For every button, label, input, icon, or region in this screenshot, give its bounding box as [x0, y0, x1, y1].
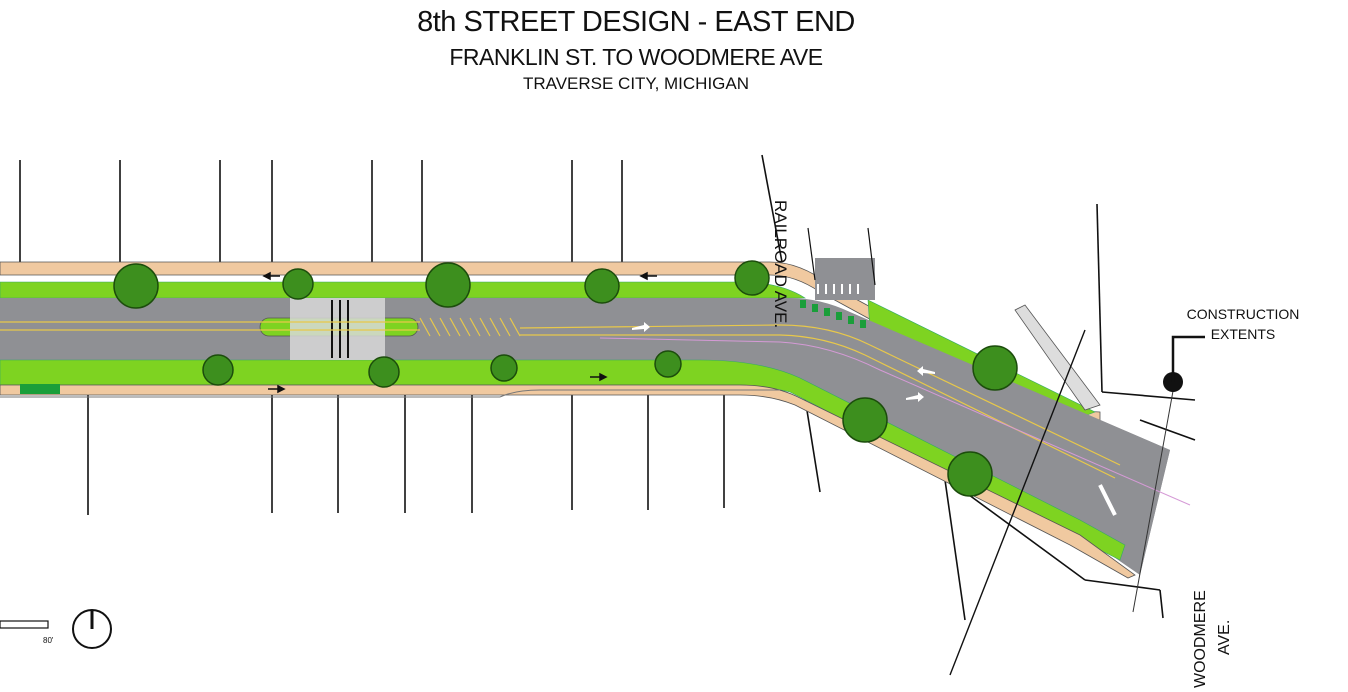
- scale-label: 80': [43, 636, 54, 645]
- construction-label-line2: EXTENTS: [1210, 326, 1276, 342]
- property-lines-south: [87, 203, 1196, 621]
- bike-lane-arrow-icon: [262, 271, 657, 394]
- woodmere-label-line2: AVE.: [1216, 619, 1233, 655]
- north-sidewalk: [0, 261, 1101, 421]
- title-main: 8th STREET DESIGN - EAST END: [417, 6, 855, 38]
- turn-arrow-icon: [632, 322, 935, 402]
- woodmere-label-line1: WOODMERE: [1192, 590, 1209, 688]
- title-sub: FRANKLIN ST. TO WOODMERE AVE: [449, 44, 823, 70]
- construction-label-line1: CONSTRUCTION: [1186, 306, 1300, 322]
- title-location: TRAVERSE CITY, MICHIGAN: [522, 74, 750, 93]
- railroad-ave-street: [815, 258, 875, 300]
- railroad-ave-label: RAILROAD AVE.: [771, 200, 790, 329]
- property-lines-north: [19, 154, 783, 263]
- north-arrow-icon: [72, 609, 112, 649]
- construction-extents-label: CONSTRUCTION EXTENTS: [1180, 304, 1306, 344]
- tree-icon: [113, 260, 1018, 497]
- scale-bar: [0, 620, 49, 629]
- roadway: [0, 298, 1170, 575]
